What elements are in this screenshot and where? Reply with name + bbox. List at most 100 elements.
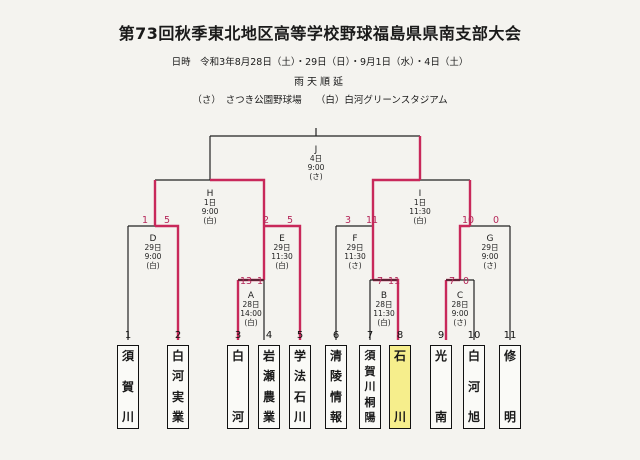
team-number-11: 11 <box>504 330 517 341</box>
match-j-date: 4日 <box>310 154 322 163</box>
score-b-left: 7 <box>377 276 383 287</box>
team-name-char: 川 <box>393 410 406 424</box>
match-g-venue: (さ) <box>483 261 496 270</box>
team-box-3: 白河 <box>227 345 249 429</box>
team-name-char: 川 <box>293 409 306 424</box>
team-name-char: 賀 <box>121 379 134 394</box>
score-i-right: 11 <box>366 215 378 226</box>
score-e-left: 2 <box>263 215 269 226</box>
team-box-6: 清陵情報 <box>325 345 347 429</box>
venue-legend: （さ） さつき公園野球場 （白）白河グリーンスタジアム <box>192 95 448 106</box>
score-b-right: 11 <box>388 276 400 287</box>
match-a: A 28日 14:00 (白) <box>240 291 262 327</box>
path-i-left <box>371 178 420 226</box>
match-h: H 1日 9:00 (白) <box>202 189 219 225</box>
match-c-id: C <box>457 291 463 301</box>
team-name-char: 川 <box>121 410 134 424</box>
match-h-venue: (白) <box>203 215 216 225</box>
match-j-id: J <box>314 145 318 155</box>
team-name-char: 白 <box>467 349 480 363</box>
team-name-char: 須 <box>121 349 134 363</box>
match-f: F 29日 11:30 (さ) <box>344 234 366 270</box>
match-a-date: 28日 <box>242 300 259 309</box>
team-name-char: 南 <box>434 410 447 424</box>
match-e-date: 29日 <box>273 243 290 252</box>
team-box-8: 石川 <box>389 345 411 429</box>
match-a-id: A <box>248 291 255 301</box>
match-f-time: 11:30 <box>344 252 366 261</box>
match-g-id: G <box>487 234 494 244</box>
team-name-char: 陵 <box>329 369 342 384</box>
match-i-id: I <box>419 189 422 199</box>
match-c-time: 9:00 <box>452 309 469 318</box>
match-e: E 29日 11:30 (白) <box>271 234 293 270</box>
match-h-time: 9:00 <box>202 207 219 216</box>
match-h-id: H <box>207 189 214 199</box>
team-name-char: 白 <box>171 349 184 363</box>
match-d-date: 29日 <box>144 243 161 252</box>
path-g-to-c <box>458 224 470 280</box>
match-b-id: B <box>381 291 387 301</box>
path-e-winner <box>264 224 302 340</box>
match-j: J 4日 9:00 (さ) <box>308 145 325 181</box>
team-name-char: 旭 <box>467 410 480 424</box>
match-c-venue: (さ) <box>453 318 466 327</box>
match-d-id: D <box>150 234 157 244</box>
team-box-4: 岩瀬農業 <box>258 345 280 429</box>
match-e-venue: (白) <box>275 260 288 270</box>
match-f-venue: (さ) <box>348 261 361 270</box>
match-f-date: 29日 <box>346 243 363 252</box>
match-g: G 29日 9:00 (さ) <box>481 234 498 270</box>
team-name-char: 光 <box>434 349 447 363</box>
match-e-time: 11:30 <box>271 252 293 261</box>
match-j-time: 9:00 <box>308 163 325 172</box>
team-number-4: 4 <box>266 330 272 341</box>
score-a-left: 13 <box>240 276 252 287</box>
path-h-right <box>210 178 266 226</box>
team-name-char: 明 <box>503 410 516 424</box>
page-title: 第73回秋季東北地区高等学校野球福島県県南支部大会 <box>118 24 522 43</box>
team-name-char: 情 <box>329 389 342 404</box>
score-g-left: 10 <box>462 215 474 226</box>
score-a-right: 1 <box>257 276 263 287</box>
team-number-6: 6 <box>333 330 339 341</box>
team-box-5: 学法石川 <box>289 345 311 429</box>
match-j-venue: (さ) <box>309 172 322 181</box>
score-i-left: 3 <box>345 215 351 226</box>
team-name-char: 陽 <box>364 411 376 424</box>
team-name-char: 岩 <box>262 349 275 363</box>
score-h-left: 1 <box>142 215 148 226</box>
team-name-char: 河 <box>171 369 184 384</box>
team-name-char: 瀬 <box>262 369 275 384</box>
match-b-date: 28日 <box>375 300 392 309</box>
team-name-char: 学 <box>293 349 306 363</box>
team-name-char: 法 <box>293 369 306 384</box>
team-name-char: 須 <box>364 349 376 362</box>
team-name-char: 清 <box>329 349 342 363</box>
path-d-winner <box>155 224 180 340</box>
match-a-time: 14:00 <box>240 309 262 318</box>
team-name-char: 石 <box>393 349 406 363</box>
team-name-char: 農 <box>262 389 275 404</box>
team-box-2: 白河実業 <box>167 345 189 429</box>
match-d: D 29日 9:00 (白) <box>144 234 161 270</box>
team-name-char: 桐 <box>364 395 376 409</box>
team-number-2: 2 <box>175 330 181 341</box>
match-i: I 1日 11:30 (白) <box>409 189 431 225</box>
team-name-char: 修 <box>503 349 516 363</box>
team-number-10: 10 <box>468 330 481 341</box>
team-number-7: 7 <box>367 330 373 341</box>
match-g-time: 9:00 <box>482 252 499 261</box>
team-number-3: 3 <box>235 330 241 341</box>
match-g-date: 29日 <box>481 243 498 252</box>
team-number-8: 8 <box>397 330 403 341</box>
team-box-9: 光南 <box>430 345 452 429</box>
match-d-time: 9:00 <box>145 252 162 261</box>
rain-note: 雨天順延 <box>294 77 346 88</box>
team-number-9: 9 <box>438 330 444 341</box>
match-c-date: 28日 <box>451 300 468 309</box>
match-f-id: F <box>352 234 357 244</box>
scores: 1 5 2 5 3 11 10 0 13 1 7 11 7 0 <box>142 215 499 287</box>
match-b-time: 11:30 <box>373 309 395 318</box>
team-numbers: 1 2 3 4 5 6 7 8 9 10 11 <box>125 330 517 341</box>
